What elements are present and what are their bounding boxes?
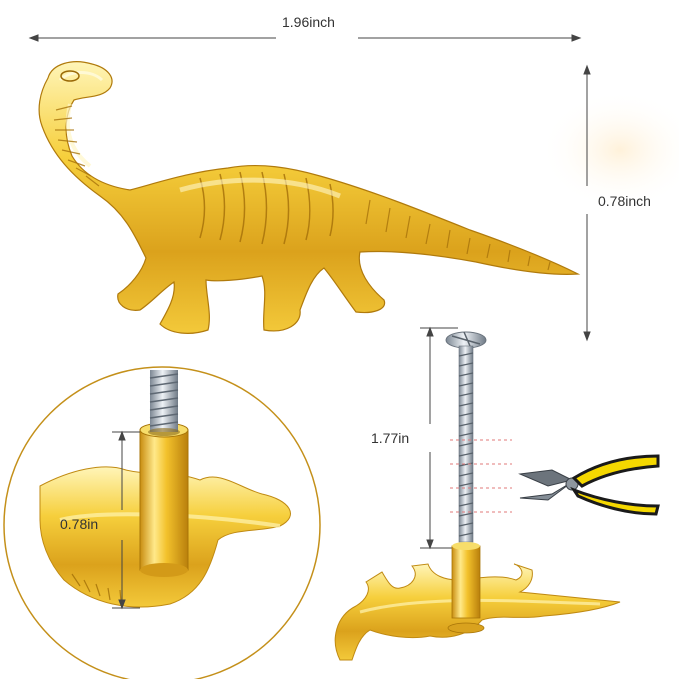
height-guide bbox=[583, 64, 591, 342]
dinosaur-knob bbox=[38, 61, 581, 334]
stem-height-guide bbox=[112, 430, 140, 610]
pliers-icon bbox=[518, 454, 660, 516]
screw-length-label: 1.77in bbox=[371, 430, 410, 446]
background-glow bbox=[540, 90, 679, 210]
long-screw bbox=[445, 331, 512, 543]
width-guide bbox=[28, 34, 582, 42]
screw-length-guide bbox=[420, 326, 458, 550]
cut-marks bbox=[450, 439, 512, 513]
assembled-knob bbox=[334, 542, 621, 661]
width-label: 1.96inch bbox=[282, 14, 335, 30]
stem-height-label: 0.78in bbox=[60, 516, 99, 532]
detail-circle bbox=[3, 366, 321, 684]
height-label: 0.78inch bbox=[598, 193, 651, 209]
